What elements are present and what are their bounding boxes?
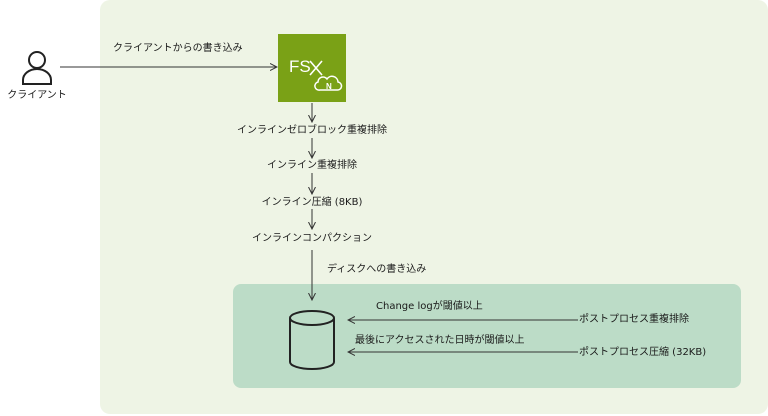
write-to-disk-label: ディスクへの書き込み: [327, 264, 427, 275]
user-icon: [22, 51, 52, 85]
step-inline-zero-block-dedupe: インラインゼロブロック重複排除: [237, 125, 387, 136]
write-from-client-label: クライアントからの書き込み: [113, 43, 243, 54]
post-process-compression-label: ポストプロセス圧縮 (32KB): [579, 347, 707, 358]
step-inline-compaction: インラインコンパクション: [252, 233, 372, 244]
step-inline-compression: インライン圧縮 (8KB): [261, 197, 363, 208]
svg-text:FS: FS: [289, 57, 311, 76]
trigger-change-log-label: Change logが閾値以上: [376, 301, 483, 312]
database-icon: [289, 310, 335, 370]
trigger-last-access-label: 最後にアクセスされた日時が閾値以上: [355, 335, 525, 346]
fsx-ontap-tile: FS N: [278, 34, 346, 102]
post-process-dedupe-label: ポストプロセス重複排除: [579, 314, 689, 325]
storage-panel: [233, 284, 741, 388]
fsx-ontap-logo: FS N: [289, 57, 343, 91]
step-inline-dedupe: インライン重複排除: [267, 160, 357, 171]
svg-text:N: N: [326, 82, 332, 91]
client-label: クライアント: [7, 90, 67, 101]
